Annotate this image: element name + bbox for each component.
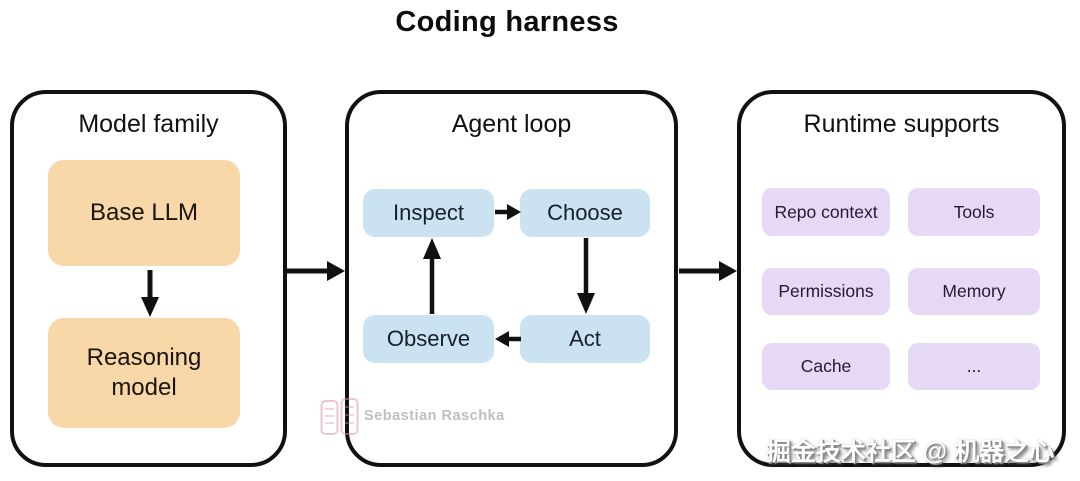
author-watermark: Sebastian Raschka [364,408,505,424]
ellipsis-node: ... [908,343,1040,390]
community-watermark: 掘金技术社区 @ 机器之心 [765,438,1055,466]
observe-node: Observe [363,315,494,363]
memory-node: Memory [908,268,1040,315]
arrow-down-icon [577,238,595,314]
arrow-down-icon [141,270,159,317]
reasoning-model-node: Reasoning model [48,318,240,428]
agent-loop-title: Agent loop [451,110,572,138]
choose-node: Choose [520,189,650,237]
model-family-title: Model family [78,110,219,138]
arrow-right-icon [495,204,521,220]
agent-loop-panel: Agent loop Inspect Choose Observe Act [345,90,678,467]
permissions-node: Permissions [762,268,890,315]
arrow-right-icon [287,261,345,281]
repo-context-node: Repo context [762,188,890,236]
tools-node: Tools [908,188,1040,236]
runtime-supports-title: Runtime supports [803,110,1000,138]
page-title: Coding harness [395,6,619,38]
model-family-panel: Model family Base LLM Reasoning model [10,90,287,467]
cache-node: Cache [762,343,890,390]
arrow-left-icon [495,331,521,347]
arrow-right-icon [679,261,737,281]
act-node: Act [520,315,650,363]
inspect-node: Inspect [363,189,494,237]
seal-stamp-icon [320,398,359,435]
arrow-up-icon [423,238,441,314]
base-llm-node: Base LLM [48,160,240,266]
runtime-supports-panel: Runtime supports Repo context Tools Perm… [737,90,1066,467]
